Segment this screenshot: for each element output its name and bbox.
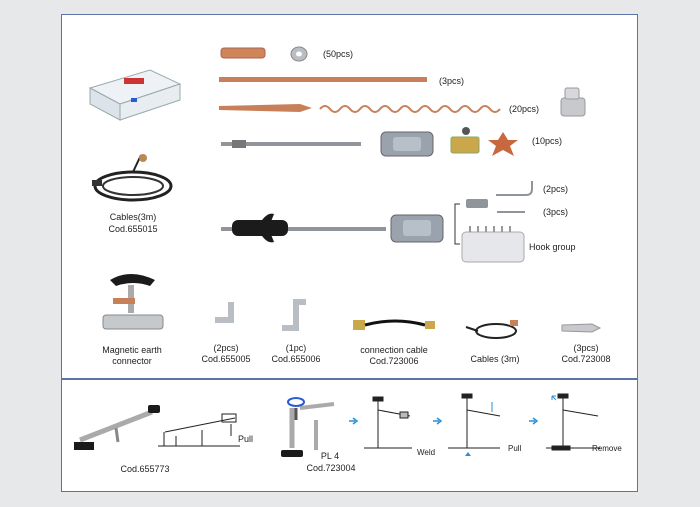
- lever-tool-code: Cod.655773: [120, 464, 170, 474]
- hook-qty-label-2: (3pcs): [543, 207, 569, 217]
- bracket-z-image: [282, 299, 306, 331]
- connection-cable-label: connection cable: [360, 345, 428, 355]
- wiggle-wire-image: [319, 105, 501, 113]
- pl4-name: PL 4: [320, 451, 340, 461]
- slide-weight-image: [380, 131, 434, 157]
- connection-cable-image: [353, 319, 435, 330]
- arrow-icon: [349, 417, 539, 425]
- rod-qty-label: (3pcs): [439, 76, 465, 86]
- washer-qty-label: (50pcs): [323, 49, 354, 59]
- slide-hammer-image: [221, 213, 386, 243]
- magnetic-connector-label: Magnetic earth: [102, 345, 162, 355]
- lever-diagram-image: [158, 413, 240, 447]
- hook-group-image: [461, 226, 525, 263]
- bracket-l-qty: (2pcs): [213, 343, 239, 353]
- cables-label: Cables(3m): [109, 212, 157, 222]
- cables-image: [92, 154, 173, 202]
- cables-3m-image: [465, 320, 518, 339]
- washer-image: [290, 46, 308, 62]
- storage-case-image: [88, 69, 182, 121]
- wiggle-qty-label: (20pcs): [509, 104, 540, 114]
- adapter-image: [450, 127, 480, 154]
- electrode-pack-qty: (3pcs): [573, 343, 599, 353]
- copper-rod-image: [219, 77, 427, 82]
- bracket-image: [454, 203, 460, 245]
- magnetic-connector-image: [102, 274, 164, 330]
- step-pull-label: Pull: [508, 444, 522, 453]
- lever-pull-label: Pull: [238, 434, 254, 444]
- star-adapter-image: [488, 132, 518, 156]
- pl4-puller-image: [281, 397, 335, 457]
- weld-step-image: [364, 396, 412, 449]
- pl4-code: Cod.723004: [306, 463, 356, 473]
- hook-image: [466, 181, 533, 213]
- tapered-rod-image: [219, 104, 312, 112]
- connection-cable-code: Cod.723006: [369, 356, 419, 366]
- bracket-l-code: Cod.655005: [201, 354, 251, 364]
- bracket-z-code: Cod.655006: [271, 354, 321, 364]
- pull-step-image: [448, 393, 501, 456]
- cables-code: Cod.655015: [108, 224, 158, 234]
- hook-group-label: Hook group: [529, 242, 576, 252]
- bracket-z-qty: (1pc): [285, 343, 307, 353]
- slide-weight-2-image: [390, 214, 444, 243]
- step-weld-label: Weld: [417, 448, 436, 457]
- remove-step-image: [546, 393, 600, 451]
- electrode-image: [220, 47, 266, 59]
- weight-image: [560, 87, 586, 117]
- electrode-pack-code: Cod.723008: [561, 354, 611, 364]
- adapter-qty-label: (10pcs): [532, 136, 563, 146]
- magnetic-connector-label-2: connector: [112, 356, 152, 366]
- lever-tool-image: [74, 405, 160, 450]
- electrode-pack-image: [561, 323, 602, 333]
- bracket-l-image: [215, 302, 234, 323]
- hook-qty-label-1: (2pcs): [543, 184, 569, 194]
- cables-3m-label: Cables (3m): [470, 354, 520, 364]
- shaft-image: [221, 140, 361, 148]
- step-remove-label: Remove: [592, 444, 622, 453]
- section-divider: [61, 378, 638, 380]
